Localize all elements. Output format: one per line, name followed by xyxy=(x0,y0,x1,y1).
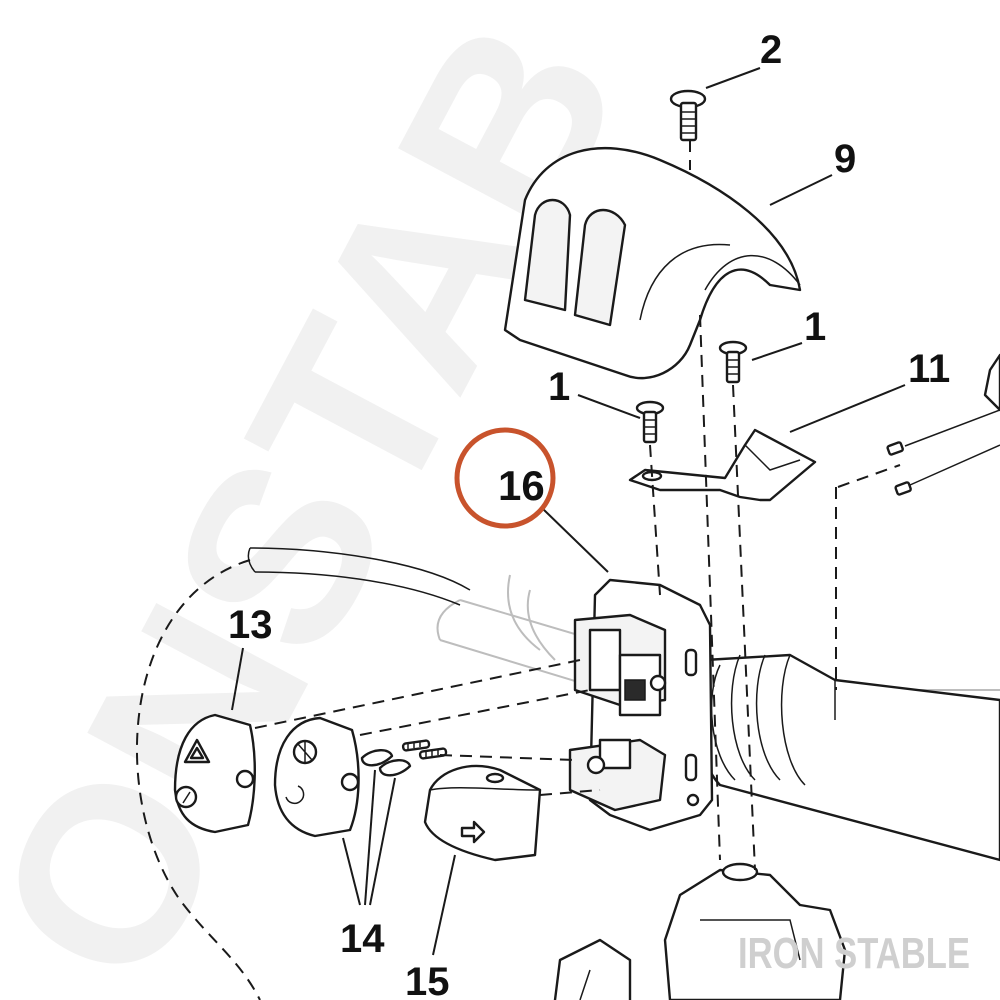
turn-signal-button xyxy=(423,764,542,862)
callout-1-right: 1 xyxy=(804,305,826,349)
callout-labels: 2 9 1 1 11 13 16 14 15 xyxy=(228,28,950,1000)
callout-15: 15 xyxy=(405,960,450,1000)
wire-connectors xyxy=(886,353,1000,496)
wire-harness xyxy=(135,547,471,1000)
clamp-bracket xyxy=(628,428,817,502)
callout-2: 2 xyxy=(760,28,782,72)
leader-lines xyxy=(231,67,906,956)
screw-1-right xyxy=(718,340,748,384)
callout-13: 13 xyxy=(228,603,273,647)
callout-1-left: 1 xyxy=(548,365,570,409)
callout-14: 14 xyxy=(340,917,385,961)
callout-9: 9 xyxy=(834,137,856,181)
assembly-guide-lines xyxy=(254,140,901,871)
highlight-circle-16 xyxy=(454,427,556,529)
hand-grip xyxy=(695,653,1000,862)
springs-and-pins xyxy=(360,739,448,777)
upper-housing-cover xyxy=(503,147,802,380)
callout-16: 16 xyxy=(498,462,545,509)
callout-11: 11 xyxy=(908,347,950,391)
diagonal-watermark: ONSTAB xyxy=(0,0,674,1000)
switch-housing xyxy=(568,578,714,832)
brand-watermark: IRON STABLE xyxy=(738,929,970,978)
hazard-switch-cap xyxy=(173,713,256,834)
screw-2 xyxy=(669,89,707,142)
screw-1-left xyxy=(635,400,665,444)
watermark-text: ONSTAB xyxy=(0,0,674,1000)
start-switch-cap xyxy=(273,716,360,838)
lower-switch-housing xyxy=(553,862,847,1000)
